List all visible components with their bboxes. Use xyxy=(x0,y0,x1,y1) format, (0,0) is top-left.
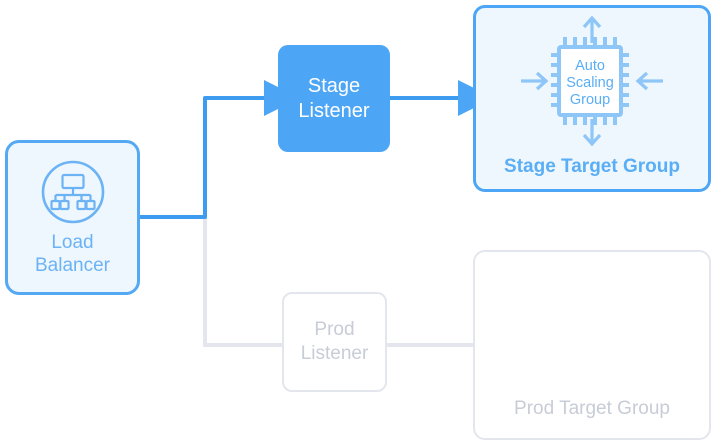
prod-listener-label-line1: Prod xyxy=(314,319,355,340)
node-stage-listener[interactable]: Stage Listener xyxy=(278,45,390,152)
stage-listener-label-line1: Stage xyxy=(307,74,361,97)
prod-listener-label: Prod Listener xyxy=(301,318,369,366)
node-stage-target-group[interactable]: Auto Scaling Group Stage Target Group xyxy=(473,5,711,192)
prod-target-group-label: Prod Target Group xyxy=(514,398,670,419)
node-load-balancer[interactable]: Load Balancer xyxy=(5,140,140,295)
load-balancer-label-line2: Balancer xyxy=(35,254,110,276)
asg-label-line1: Auto xyxy=(575,58,605,74)
asg-label-line2: Scaling xyxy=(566,75,614,91)
connector-load-balancer-to-stage-listener xyxy=(140,80,300,219)
prod-listener-label-line2: Listener xyxy=(300,343,369,364)
asg-label-line3: Group xyxy=(570,92,610,108)
node-prod-target-group[interactable]: Prod Target Group xyxy=(473,250,711,440)
stage-listener-label-line2: Listener xyxy=(298,99,370,122)
node-prod-listener[interactable]: Prod Listener xyxy=(282,292,387,392)
load-balancer-label-line1: Load xyxy=(51,231,94,253)
stage-target-group-label: Stage Target Group xyxy=(504,156,680,177)
auto-scaling-chip-icon: Auto Scaling Group xyxy=(521,15,663,146)
stage-listener-label: Stage Listener xyxy=(298,74,369,124)
connector-load-balancer-to-prod-listener xyxy=(140,215,282,347)
auto-scaling-group-icon-wrap: Auto Scaling Group xyxy=(476,8,708,153)
load-balancer-hierarchy-icon xyxy=(41,160,104,223)
load-balancer-label: Load Balancer xyxy=(35,231,110,277)
